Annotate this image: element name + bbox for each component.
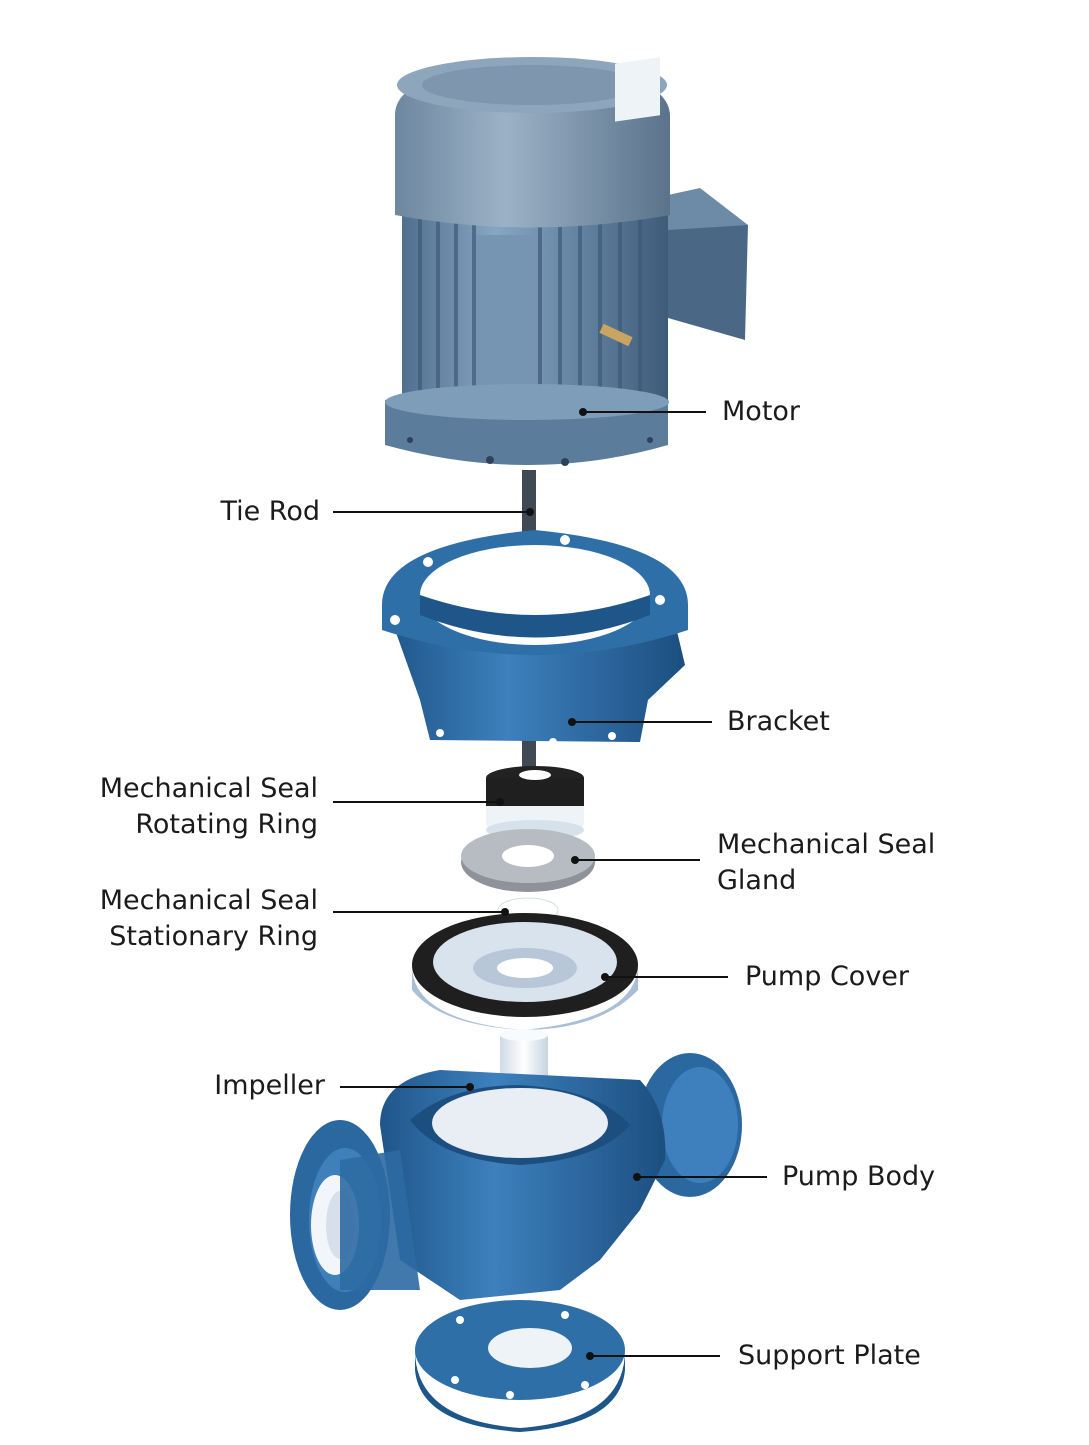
label-support-plate: Support Plate [738,1340,921,1371]
motor-part [385,57,748,466]
label-tie-rod: Tie Rod [220,496,320,527]
label-seal-rotating-line2: Rotating Ring [135,809,318,840]
label-seal-gland-line2: Gland [717,865,797,896]
label-seal-stationary-line1: Mechanical Seal [99,885,318,916]
label-pump-cover: Pump Cover [745,961,910,992]
label-pump-body: Pump Body [782,1161,936,1192]
label-seal-gland-line1: Mechanical Seal [717,829,936,860]
leader-lines [333,408,767,1360]
label-seal-gland: Mechanical Seal Gland [717,827,935,899]
label-bracket: Bracket [727,706,830,737]
label-seal-rotating-ring: Mechanical Seal Rotating Ring [80,771,318,843]
label-motor: Motor [722,396,801,427]
label-impeller: Impeller [214,1070,325,1101]
pump-body-part [290,1053,742,1310]
pump-cover-part [412,913,638,1030]
seal-gland-part [461,829,595,892]
bracket-part [382,530,688,746]
label-seal-stationary-ring: Mechanical Seal Stationary Ring [60,883,318,955]
label-seal-stationary-line2: Stationary Ring [109,921,318,952]
support-plate-part [415,1300,625,1432]
label-seal-rotating-line1: Mechanical Seal [99,773,318,804]
